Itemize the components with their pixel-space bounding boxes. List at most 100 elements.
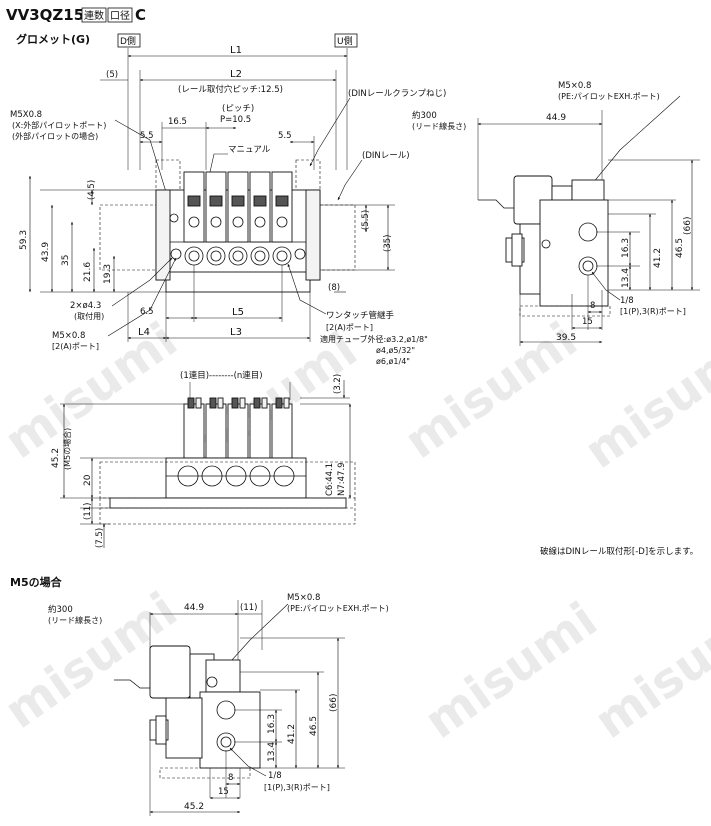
- dim-8: (8): [328, 283, 340, 293]
- dim-21-6: 21.6: [83, 262, 93, 282]
- m5-a-port-sub: [2(A)ポート]: [52, 342, 99, 351]
- side-dim-39-5: 39.5: [556, 333, 576, 343]
- m5-dim-15: 15: [218, 787, 229, 797]
- end-plate-left: [155, 189, 171, 281]
- d-side-box: [117, 33, 141, 48]
- m5-dim-16-3: 16.3: [267, 714, 277, 734]
- m5-dim-13-4: 13.4: [267, 742, 277, 762]
- front-dim-11: (11): [83, 503, 93, 520]
- m5-dim-11: (11): [240, 603, 257, 613]
- title-box-stations: [81, 7, 107, 23]
- front-dim-45-2: 45.2: [51, 448, 61, 468]
- dim-L4: L4: [138, 327, 150, 338]
- title-prefix: VV3QZ15-: [6, 6, 90, 24]
- lead-wire: [478, 199, 520, 209]
- base-block: [539, 199, 609, 307]
- side-lead-length: (リード線長さ): [412, 121, 466, 131]
- dim-5-5-right: 5.5: [278, 131, 292, 141]
- mount-holes-sub: (取付用): [74, 311, 104, 321]
- title-suffix: C: [135, 6, 146, 24]
- one-touch-sub1: [2(A)ポート]: [326, 323, 373, 332]
- dim-4-5: (4.5): [87, 180, 97, 200]
- dim-5-5-left: 5.5: [140, 131, 154, 141]
- side-lead-approx: 約300: [412, 110, 437, 121]
- front-valves: [183, 397, 293, 459]
- top-view: L1 L2 (レール取付穴ピッチ:12.5) (5) M5X0.8 (X:外部パ…: [10, 45, 446, 366]
- title-box-stations-label: 連数: [84, 9, 104, 22]
- din-clamp-left: [155, 159, 181, 191]
- m5-dim-66: (66): [329, 694, 339, 712]
- side-dim-13-4: 13.4: [621, 268, 631, 288]
- mount-hole-right: [294, 248, 306, 260]
- dim-L3: L3: [230, 327, 242, 338]
- dim-5: (5): [106, 70, 118, 80]
- front-view: (1連目)--------(n連目): [51, 370, 698, 557]
- dim-L1: L1: [230, 45, 242, 56]
- title: VV3QZ15- 連数 口径 C: [6, 6, 146, 24]
- dim-35: 35: [61, 255, 71, 266]
- watermark-layer: misumi misumi misumi misumi misumi misum…: [0, 312, 711, 750]
- m5-x-port-sub1: (X:外部パイロットポート): [12, 120, 106, 130]
- pitch-value: P=10.5: [220, 115, 251, 125]
- one-touch-collar: [511, 233, 523, 267]
- m5-port-1-8: 1/8: [268, 771, 282, 781]
- side-dim-66: (66): [683, 217, 693, 235]
- din-clamp-right: [295, 159, 321, 191]
- station-range: (1連目)--------(n連目): [180, 370, 263, 381]
- m5-dim-45-2: 45.2: [184, 802, 204, 812]
- m5-pe-label: M5×0.8: [287, 593, 320, 603]
- front-dim-45-2-sub: (M5の場合): [62, 428, 72, 470]
- m5-lead-approx: 約300: [48, 604, 73, 615]
- m5-x-port-label: M5X0.8: [10, 110, 42, 120]
- side-view-m5: M5の場合 約300 (リード線長さ) 44.9 (11) M5×0.8 (PE…: [10, 575, 389, 816]
- rail-pitch-note: (レール取付穴ピッチ:12.5): [178, 84, 283, 95]
- side-m5-label: M5×0.8: [558, 81, 591, 91]
- watermark-text: misumi: [0, 312, 187, 470]
- m5-pe-sub: (PE:パイロットEXH.ポート): [287, 604, 389, 613]
- dim-L5: L5: [232, 307, 244, 318]
- manifold-bottom-plate: [165, 271, 311, 293]
- front-dim-n7: N7:47.9: [337, 462, 347, 496]
- m5-dim-44-9: 44.9: [184, 603, 204, 613]
- m5-dim-46-5: 46.5: [309, 716, 319, 736]
- watermark-text: misumi: [585, 592, 711, 750]
- m5-dim-8: 8: [228, 773, 233, 783]
- x-port-hole: [169, 213, 179, 223]
- front-base: [165, 457, 307, 499]
- m5-dim-41-2: 41.2: [287, 724, 297, 744]
- pitch-label: (ピッチ): [222, 104, 254, 114]
- dim-L2: L2: [230, 69, 242, 80]
- side-dim-16-3: 16.3: [621, 238, 631, 258]
- dim-6-5: 6.5: [140, 307, 154, 317]
- side-dim-44-9: 44.9: [546, 113, 566, 123]
- side-m5-sub: (PE:パイロットEXH.ポート): [558, 92, 660, 101]
- m5-a-port-label: M5×0.8: [52, 331, 85, 341]
- d-side-label: D側: [120, 35, 136, 47]
- dim-43-9: 43.9: [41, 242, 51, 262]
- front-dim-20: 20: [83, 474, 93, 486]
- side-view-grommet: M5×0.8 (PE:パイロットEXH.ポート) 約300 (リード線長さ) 4…: [412, 81, 700, 346]
- one-touch-sub2: 適用チューブ外径:ø3.2,ø1/8": [320, 334, 428, 344]
- side-port-1-8-sub: [1(P),3(R)ポート]: [620, 307, 686, 316]
- side-dim-8: 8: [590, 301, 595, 311]
- dim-59-3: 59.3: [19, 230, 29, 250]
- side-dim-15: 15: [582, 317, 593, 327]
- title-box-port-label: 口径: [110, 9, 130, 22]
- section-grommet-label: グロメット(G): [16, 32, 90, 46]
- dim-35-vertical: (35): [383, 235, 393, 252]
- valve-stations: [183, 171, 293, 266]
- title-box-port: [107, 7, 133, 23]
- manual-label: マニュアル: [228, 145, 271, 155]
- end-plate-right: [305, 189, 321, 281]
- side-port-1-8: 1/8: [620, 296, 634, 306]
- u-side-box: [334, 33, 358, 48]
- watermark-text: misumi: [415, 592, 607, 750]
- dim-5-5-vertical: (5.5): [361, 210, 371, 230]
- din-rail-label: (DINレール): [362, 151, 410, 161]
- m5-x-port-sub2: (外部パイロットの場合): [12, 131, 98, 141]
- din-note: 破線はDINレール取付形[-D]を示します。: [540, 546, 698, 557]
- din-clamp-label: (DINレールクランプねじ): [348, 89, 446, 99]
- mount-holes-label: 2×ø4.3: [70, 301, 101, 311]
